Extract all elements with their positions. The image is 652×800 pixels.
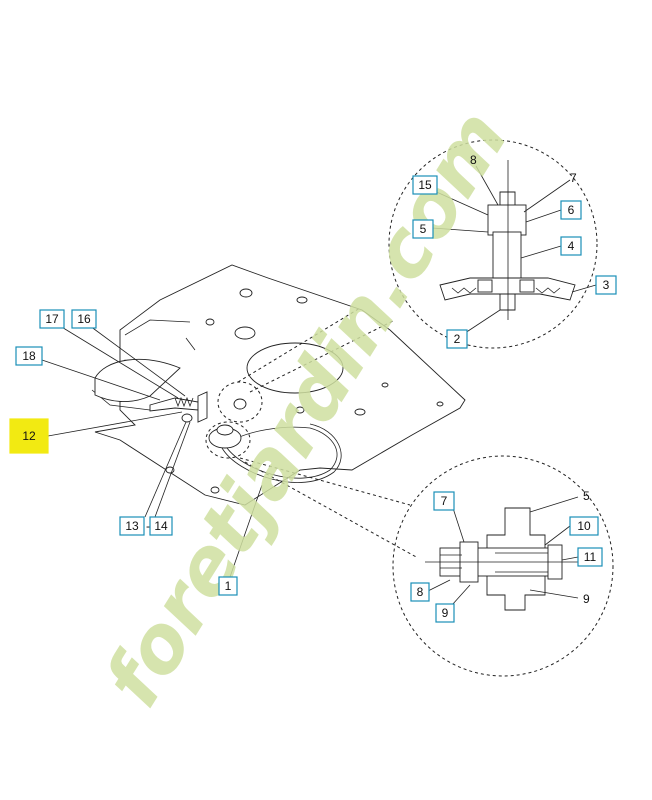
callout-17[interactable]: 17 [39,309,65,329]
svg-text:13: 13 [125,519,139,533]
deck-plate [91,264,466,506]
callout-bottom-7[interactable]: 7 [433,491,455,511]
svg-text:15: 15 [418,178,432,192]
svg-text:18: 18 [22,349,36,363]
svg-text:14: 14 [154,519,168,533]
callout-16[interactable]: 16 [71,309,97,329]
callout-top-6[interactable]: 6 [560,200,582,220]
svg-text:9: 9 [442,606,449,620]
svg-text:17: 17 [45,312,59,326]
callout-top-5[interactable]: 5 [412,219,434,239]
callout-leaders [41,165,597,606]
svg-text:12: 12 [22,429,36,443]
callout-top-2[interactable]: 2 [446,329,468,349]
callout-13-14-dash: - [146,519,150,533]
svg-text:3: 3 [603,278,610,292]
callout-bottom-10[interactable]: 10 [569,516,599,536]
svg-text:10: 10 [577,519,591,533]
svg-text:6: 6 [568,203,575,217]
callout-bottom-8[interactable]: 8 [410,582,430,602]
callout-14[interactable]: 14 [149,516,173,536]
svg-text:8: 8 [417,585,424,599]
callout-top-15[interactable]: 15 [412,175,438,195]
label-top-8: 8 [470,153,477,167]
detail-top-pulley [388,139,598,349]
label-bottom-9: 9 [583,592,590,606]
svg-text:4: 4 [568,239,575,253]
callout-1[interactable]: 1 [218,576,238,596]
svg-text:2: 2 [454,332,461,346]
svg-text:11: 11 [584,550,597,564]
callout-18[interactable]: 18 [15,346,43,366]
detail-bottom-idler [392,455,614,677]
callout-12[interactable]: 12 [9,418,49,454]
svg-text:16: 16 [77,312,91,326]
callout-13[interactable]: 13 [119,516,145,536]
detail-leaders [237,307,419,559]
label-top-7: 7 [570,171,577,185]
callout-top-4[interactable]: 4 [560,236,582,256]
svg-text:1: 1 [225,579,232,593]
callout-bottom-11[interactable]: 11 [577,547,603,567]
svg-text:7: 7 [441,494,448,508]
callout-top-3[interactable]: 3 [595,275,617,295]
label-bottom-5: 5 [583,489,590,503]
callout-bottom-9[interactable]: 9 [435,603,455,623]
svg-text:5: 5 [420,222,427,236]
